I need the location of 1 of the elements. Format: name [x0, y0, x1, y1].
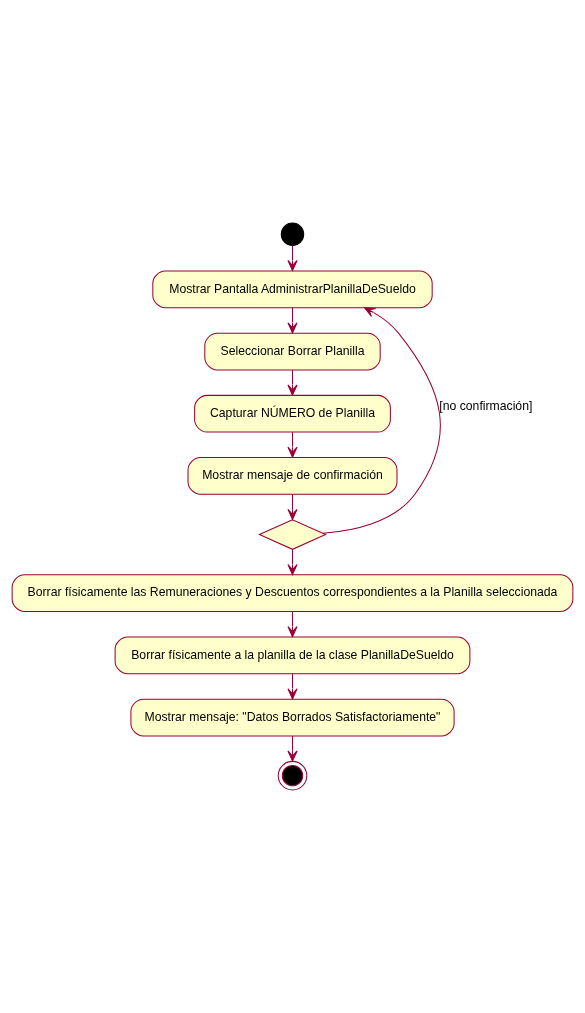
edge-label: [no confirmación] — [439, 398, 533, 413]
